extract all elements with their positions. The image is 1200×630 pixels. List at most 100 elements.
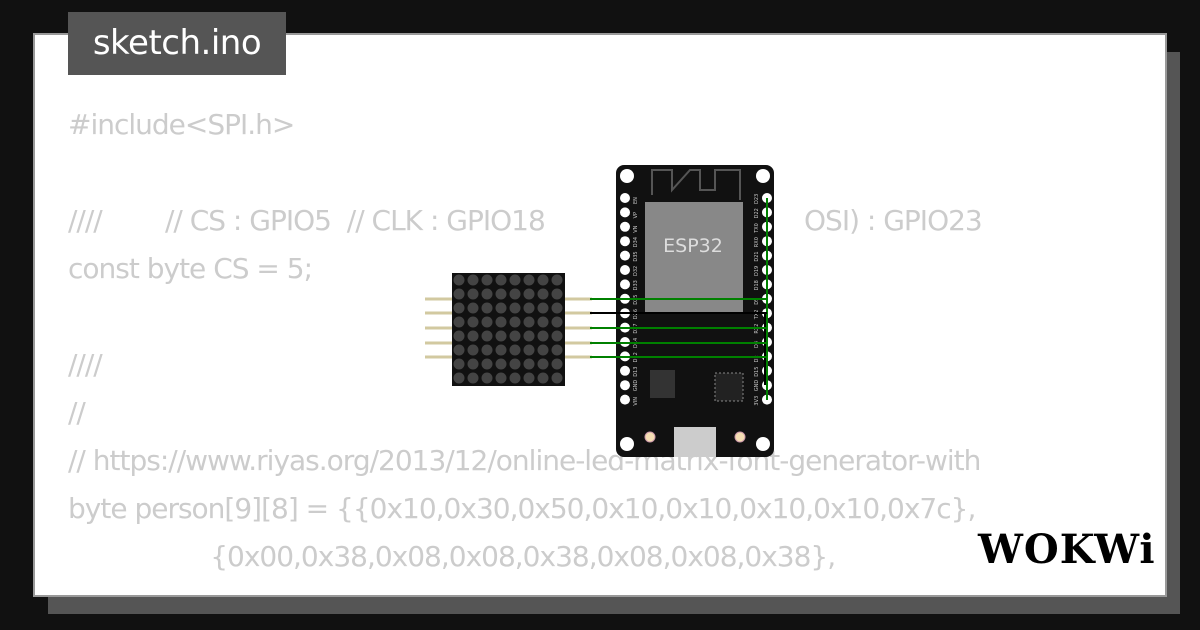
code-line: const byte CS = 5; — [68, 252, 313, 285]
code-line: #include<SPI.h> — [68, 108, 295, 141]
code-line: // https://www.riyas.org/2013/12/online-… — [68, 444, 981, 477]
pin-label: D32 — [633, 266, 639, 276]
pin-label: GND — [754, 380, 760, 392]
led-dot — [495, 344, 507, 356]
pin-gnd[interactable] — [620, 380, 630, 391]
en-button[interactable] — [644, 431, 656, 443]
pin-d32[interactable] — [620, 265, 630, 275]
led-dot — [537, 274, 549, 286]
pin-label: VIN — [633, 397, 639, 406]
pin-label: VP — [633, 212, 639, 218]
led-dot — [453, 358, 465, 370]
led-dot — [495, 274, 507, 286]
pin-label: D21 — [754, 251, 760, 261]
led-dot — [481, 358, 493, 370]
mount-hole — [756, 169, 770, 183]
pin-vn[interactable] — [620, 221, 630, 232]
esp32-board: ESP32 ENVPVND34D35D32D33D25D26D27D14D12D… — [616, 165, 774, 457]
led-dot — [537, 330, 549, 342]
pin-d35[interactable] — [620, 250, 630, 261]
led-dot — [551, 316, 563, 328]
led-dot — [509, 358, 521, 370]
led-dot — [467, 330, 479, 342]
led-dot — [467, 344, 479, 356]
pin-label: D23 — [754, 194, 760, 204]
led-dot — [551, 302, 563, 314]
led-dot — [537, 372, 549, 384]
pin-vin[interactable] — [620, 394, 630, 405]
pin-label: D13 — [633, 367, 639, 377]
wokwi-logo: WOKWi — [978, 526, 1156, 573]
matrix-pins — [425, 297, 592, 359]
code-line: // — [68, 396, 86, 429]
led-dot — [453, 372, 465, 384]
led-dot — [453, 316, 465, 328]
pin-label: TX0 — [754, 223, 760, 234]
led-dot — [523, 316, 535, 328]
pin-vp[interactable] — [620, 207, 630, 218]
code-line: //// // CS : GPIO5 // CLK : GPIO18 — [68, 204, 546, 237]
boot-button[interactable] — [734, 431, 746, 443]
led-dot — [495, 358, 507, 370]
led-dot — [453, 344, 465, 356]
pin-d33[interactable] — [620, 279, 630, 290]
led-dot — [467, 288, 479, 300]
led-dot — [495, 330, 507, 342]
led-dot — [481, 372, 493, 384]
led-matrix — [452, 273, 565, 386]
pin-en[interactable] — [620, 193, 630, 203]
pin-label: D35 — [633, 251, 639, 261]
led-dot — [509, 316, 521, 328]
wires — [590, 198, 768, 400]
led-dot — [495, 302, 507, 314]
led-dot — [523, 344, 535, 356]
led-dot — [523, 358, 535, 370]
led-dot — [467, 358, 479, 370]
led-dot — [551, 274, 563, 286]
led-dot — [509, 330, 521, 342]
chip-label: ESP32 — [663, 235, 723, 257]
code-line: byte person[9][8] = {{0x10,0x30,0x50,0x1… — [68, 492, 976, 525]
pin-label: D22 — [754, 208, 760, 218]
led-matrix-dots — [453, 274, 563, 384]
pin-label: D34 — [633, 237, 639, 247]
led-dot — [523, 372, 535, 384]
preview-card: #include<SPI.h> //// // CS : GPIO5 // CL… — [33, 33, 1167, 597]
pin-d13[interactable] — [620, 365, 630, 376]
mount-hole — [620, 169, 634, 183]
voltage-regulator — [650, 370, 675, 398]
led-dot — [453, 288, 465, 300]
led-dot — [481, 302, 493, 314]
led-dot — [551, 358, 563, 370]
led-dot — [509, 372, 521, 384]
antenna-trace — [651, 169, 741, 200]
led-dot — [481, 330, 493, 342]
file-tab[interactable]: sketch.ino — [68, 12, 286, 75]
led-dot — [523, 288, 535, 300]
led-dot — [509, 288, 521, 300]
led-dot — [467, 274, 479, 286]
led-dot — [481, 344, 493, 356]
led-dot — [495, 372, 507, 384]
led-dot — [467, 316, 479, 328]
led-dot — [551, 372, 563, 384]
led-dot — [453, 330, 465, 342]
led-dot — [453, 274, 465, 286]
usb-uart-chip — [714, 372, 744, 402]
led-dot — [481, 316, 493, 328]
usb-port[interactable] — [674, 427, 716, 457]
pin-label: D19 — [754, 266, 760, 276]
code-line: {0x00,0x38,0x08,0x08,0x38,0x08,0x08,0x38… — [68, 540, 836, 573]
led-dot — [523, 302, 535, 314]
pin-label: RX0 — [754, 237, 760, 247]
pin-label: GND — [633, 380, 639, 392]
pin-label: D33 — [633, 280, 639, 290]
led-dot — [551, 330, 563, 342]
pin-label: D2 — [754, 355, 760, 362]
pin-d34[interactable] — [620, 236, 630, 247]
code-line: //// — [68, 348, 103, 381]
led-dot — [523, 330, 535, 342]
pin-label: D4 — [754, 341, 760, 348]
led-dot — [537, 288, 549, 300]
pin-label: 3V3 — [754, 396, 760, 406]
